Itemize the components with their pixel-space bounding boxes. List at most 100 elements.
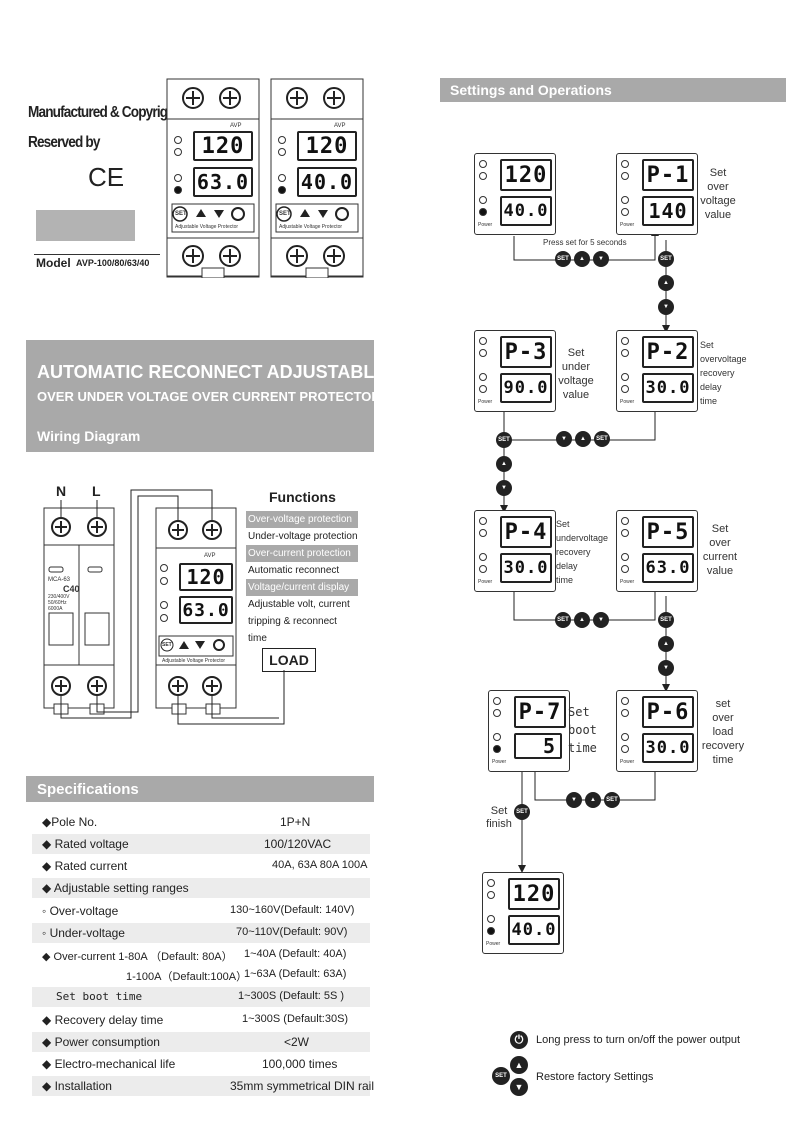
- up-button[interactable]: ▲: [585, 792, 601, 808]
- specs-title: Specifications: [37, 781, 139, 798]
- spec-row: ◆ Electro-mechanical life 100,000 times: [42, 1057, 338, 1071]
- down-button[interactable]: ▼: [566, 792, 582, 808]
- model-label: Model: [36, 256, 71, 270]
- indicator-led: [487, 915, 495, 923]
- set-finish-label: Set finish: [486, 805, 512, 830]
- ce-mark: CE: [88, 162, 125, 192]
- down-button[interactable]: ▼: [556, 431, 572, 447]
- indicator-led: [479, 172, 487, 180]
- breaker-rating: C40: [63, 584, 80, 594]
- load-box: LOAD: [262, 648, 316, 672]
- indicator-led: [487, 891, 495, 899]
- up-button[interactable]: ▲: [496, 456, 512, 472]
- spec-row: ◆ Rated voltage 100/120VAC: [32, 834, 370, 854]
- l-label: L: [92, 483, 101, 499]
- function-item: Over-current protection: [246, 545, 358, 562]
- lcd-bottom: 63.0: [642, 553, 694, 583]
- product-a-led2: [174, 148, 182, 156]
- breaker-spec3: 6000A: [48, 606, 63, 612]
- module-current-display: 63.0: [179, 596, 233, 624]
- down-button[interactable]: ▼: [658, 660, 674, 676]
- module-brand: AVP: [204, 553, 216, 559]
- legend-power-text: Long press to turn on/off the power outp…: [536, 1034, 741, 1046]
- set-button[interactable]: SET: [514, 804, 530, 820]
- title-line1: AUTOMATIC RECONNECT ADJUSTABLE: [37, 362, 387, 382]
- product-b-set: SET: [279, 211, 291, 217]
- up-button[interactable]: ▲: [575, 431, 591, 447]
- lcd-top: P-4: [500, 516, 552, 548]
- product-a-caption: Adjustable Voltage Protector: [175, 224, 239, 230]
- function-item: Automatic reconnect: [248, 565, 340, 576]
- product-b-led1: [278, 136, 286, 144]
- lcd-bottom: 40.0: [508, 915, 560, 945]
- module-caption: Adjustable Voltage Protector: [162, 658, 226, 664]
- module-voltage-display: 120: [179, 563, 233, 591]
- indicator-led: [493, 709, 501, 717]
- set-button[interactable]: SET: [555, 612, 571, 628]
- power-label: Power: [478, 222, 493, 228]
- lcd-bottom: 30.0: [642, 373, 694, 403]
- lcd-top: P-3: [500, 336, 552, 368]
- set-button[interactable]: SET: [658, 251, 674, 267]
- step-note-p2: Set overvoltage recovery delay time: [700, 340, 747, 406]
- lcd-top: P-6: [642, 696, 694, 728]
- indicator-led: [493, 733, 501, 741]
- logo-placeholder: [36, 210, 135, 241]
- power-label: Power: [620, 579, 635, 585]
- spec-row: ◦ Over-voltage 130~160V(Default: 140V): [42, 904, 355, 918]
- set-button[interactable]: SET: [594, 431, 610, 447]
- lcd-bottom: 40.0: [500, 196, 552, 226]
- spec-row: ◆ Power consumption <2W: [32, 1032, 370, 1052]
- up-button[interactable]: ▲: [658, 275, 674, 291]
- indicator-led: [621, 553, 629, 561]
- indicator-led: [621, 733, 629, 741]
- up-button[interactable]: ▲: [574, 251, 590, 267]
- power-label: Power: [620, 222, 635, 228]
- set-button[interactable]: SET: [555, 251, 571, 267]
- spec-row: ◆ Over-current 1-80A （Default: 80A） 1~40…: [42, 948, 347, 983]
- product-b-led2: [278, 148, 286, 156]
- indicator-led: [479, 373, 487, 381]
- lcd-top: P-2: [642, 336, 694, 368]
- product-a-set: SET: [175, 211, 187, 217]
- product-a: AVP 120 63.0 SET Adjustable Voltage Prot…: [166, 78, 260, 279]
- lcd-bottom: 140: [642, 196, 694, 226]
- lcd-top: P-7: [514, 696, 566, 728]
- set-button[interactable]: SET: [496, 432, 512, 448]
- set-button[interactable]: SET: [658, 612, 674, 628]
- up-button[interactable]: ▲: [658, 636, 674, 652]
- title-line3: Wiring Diagram: [37, 428, 141, 444]
- function-item: tripping & reconnect time: [248, 616, 337, 644]
- press-hint: Press set for 5 seconds: [543, 238, 627, 247]
- step-note-p5: Set over current value: [702, 523, 738, 577]
- settings-title: Settings and Operations: [450, 82, 612, 98]
- down-button[interactable]: ▼: [593, 612, 609, 628]
- module-led-power: [160, 614, 168, 622]
- step-note-p3: Set under voltage value: [558, 347, 594, 401]
- down-button[interactable]: ▼: [658, 299, 674, 315]
- indicator-led: [621, 709, 629, 717]
- set-button[interactable]: SET: [604, 792, 620, 808]
- function-item: Over-voltage protection: [246, 511, 358, 528]
- lcd-top: 120: [508, 878, 560, 910]
- product-b-led3: [278, 174, 286, 182]
- indicator-led: [621, 697, 629, 705]
- power-led: [479, 565, 487, 573]
- indicator-led: [621, 529, 629, 537]
- down-button[interactable]: ▼: [496, 480, 512, 496]
- product-a-led1: [174, 136, 182, 144]
- up-button[interactable]: ▲: [574, 612, 590, 628]
- down-button[interactable]: ▼: [593, 251, 609, 267]
- power-led: [493, 745, 501, 753]
- spec-row: ◦ Under-voltage 70~110V(Default: 90V): [32, 923, 370, 943]
- lcd-top: P-1: [642, 159, 694, 191]
- lcd-bottom: 90.0: [500, 373, 552, 403]
- indicator-led: [487, 879, 495, 887]
- model-value: AVP-100/80/63/40: [76, 258, 150, 268]
- title-line2: OVER UNDER VOLTAGE OVER CURRENT PROTECTO…: [37, 389, 381, 404]
- power-led: [621, 565, 629, 573]
- indicator-led: [479, 553, 487, 561]
- title-band: [26, 340, 374, 452]
